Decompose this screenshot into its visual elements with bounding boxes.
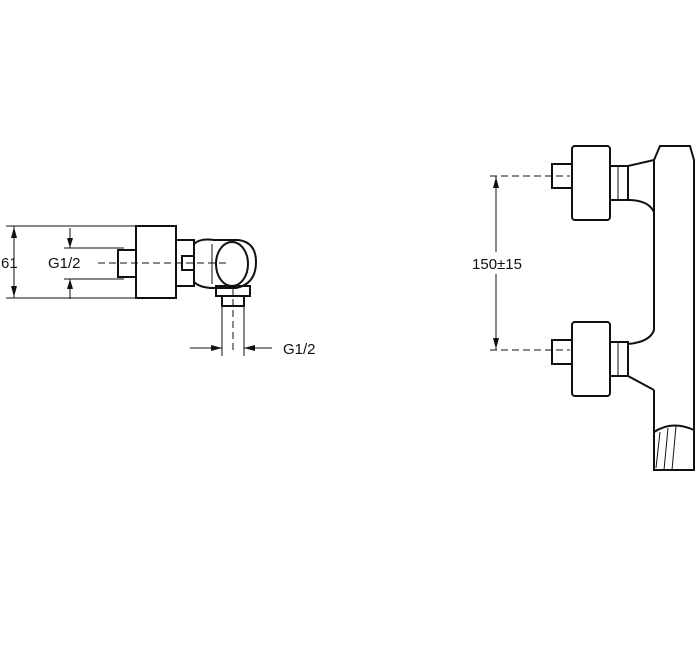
side-view: 61 G1/2: [1, 225, 316, 358]
front-view: 150±15: [466, 145, 695, 471]
height-dim-label: 61: [1, 255, 18, 272]
outlet-thread-label: G1/2: [283, 341, 316, 358]
height-dimension: 61: [1, 225, 136, 299]
lower-inlet-body: [571, 321, 611, 397]
inlet-thread-dimension: G1/2: [48, 228, 124, 299]
elbow-housing: [193, 238, 258, 289]
lower-inlet: [551, 321, 629, 397]
outlet-thread-dimension: G1/2: [190, 306, 316, 358]
inlet-spacing-label: 150±15: [472, 256, 522, 273]
elbow-cap: [215, 241, 249, 287]
upper-inlet-body: [571, 145, 611, 221]
inlet-thread-label: G1/2: [48, 255, 81, 272]
valve-body: [135, 225, 177, 299]
temperature-handle: [653, 424, 695, 433]
mixer-bar: [653, 145, 695, 471]
connecting-pipe: [627, 199, 655, 345]
inlet-spacing-dimension: 150±15: [466, 175, 570, 351]
upper-inlet: [551, 145, 629, 221]
